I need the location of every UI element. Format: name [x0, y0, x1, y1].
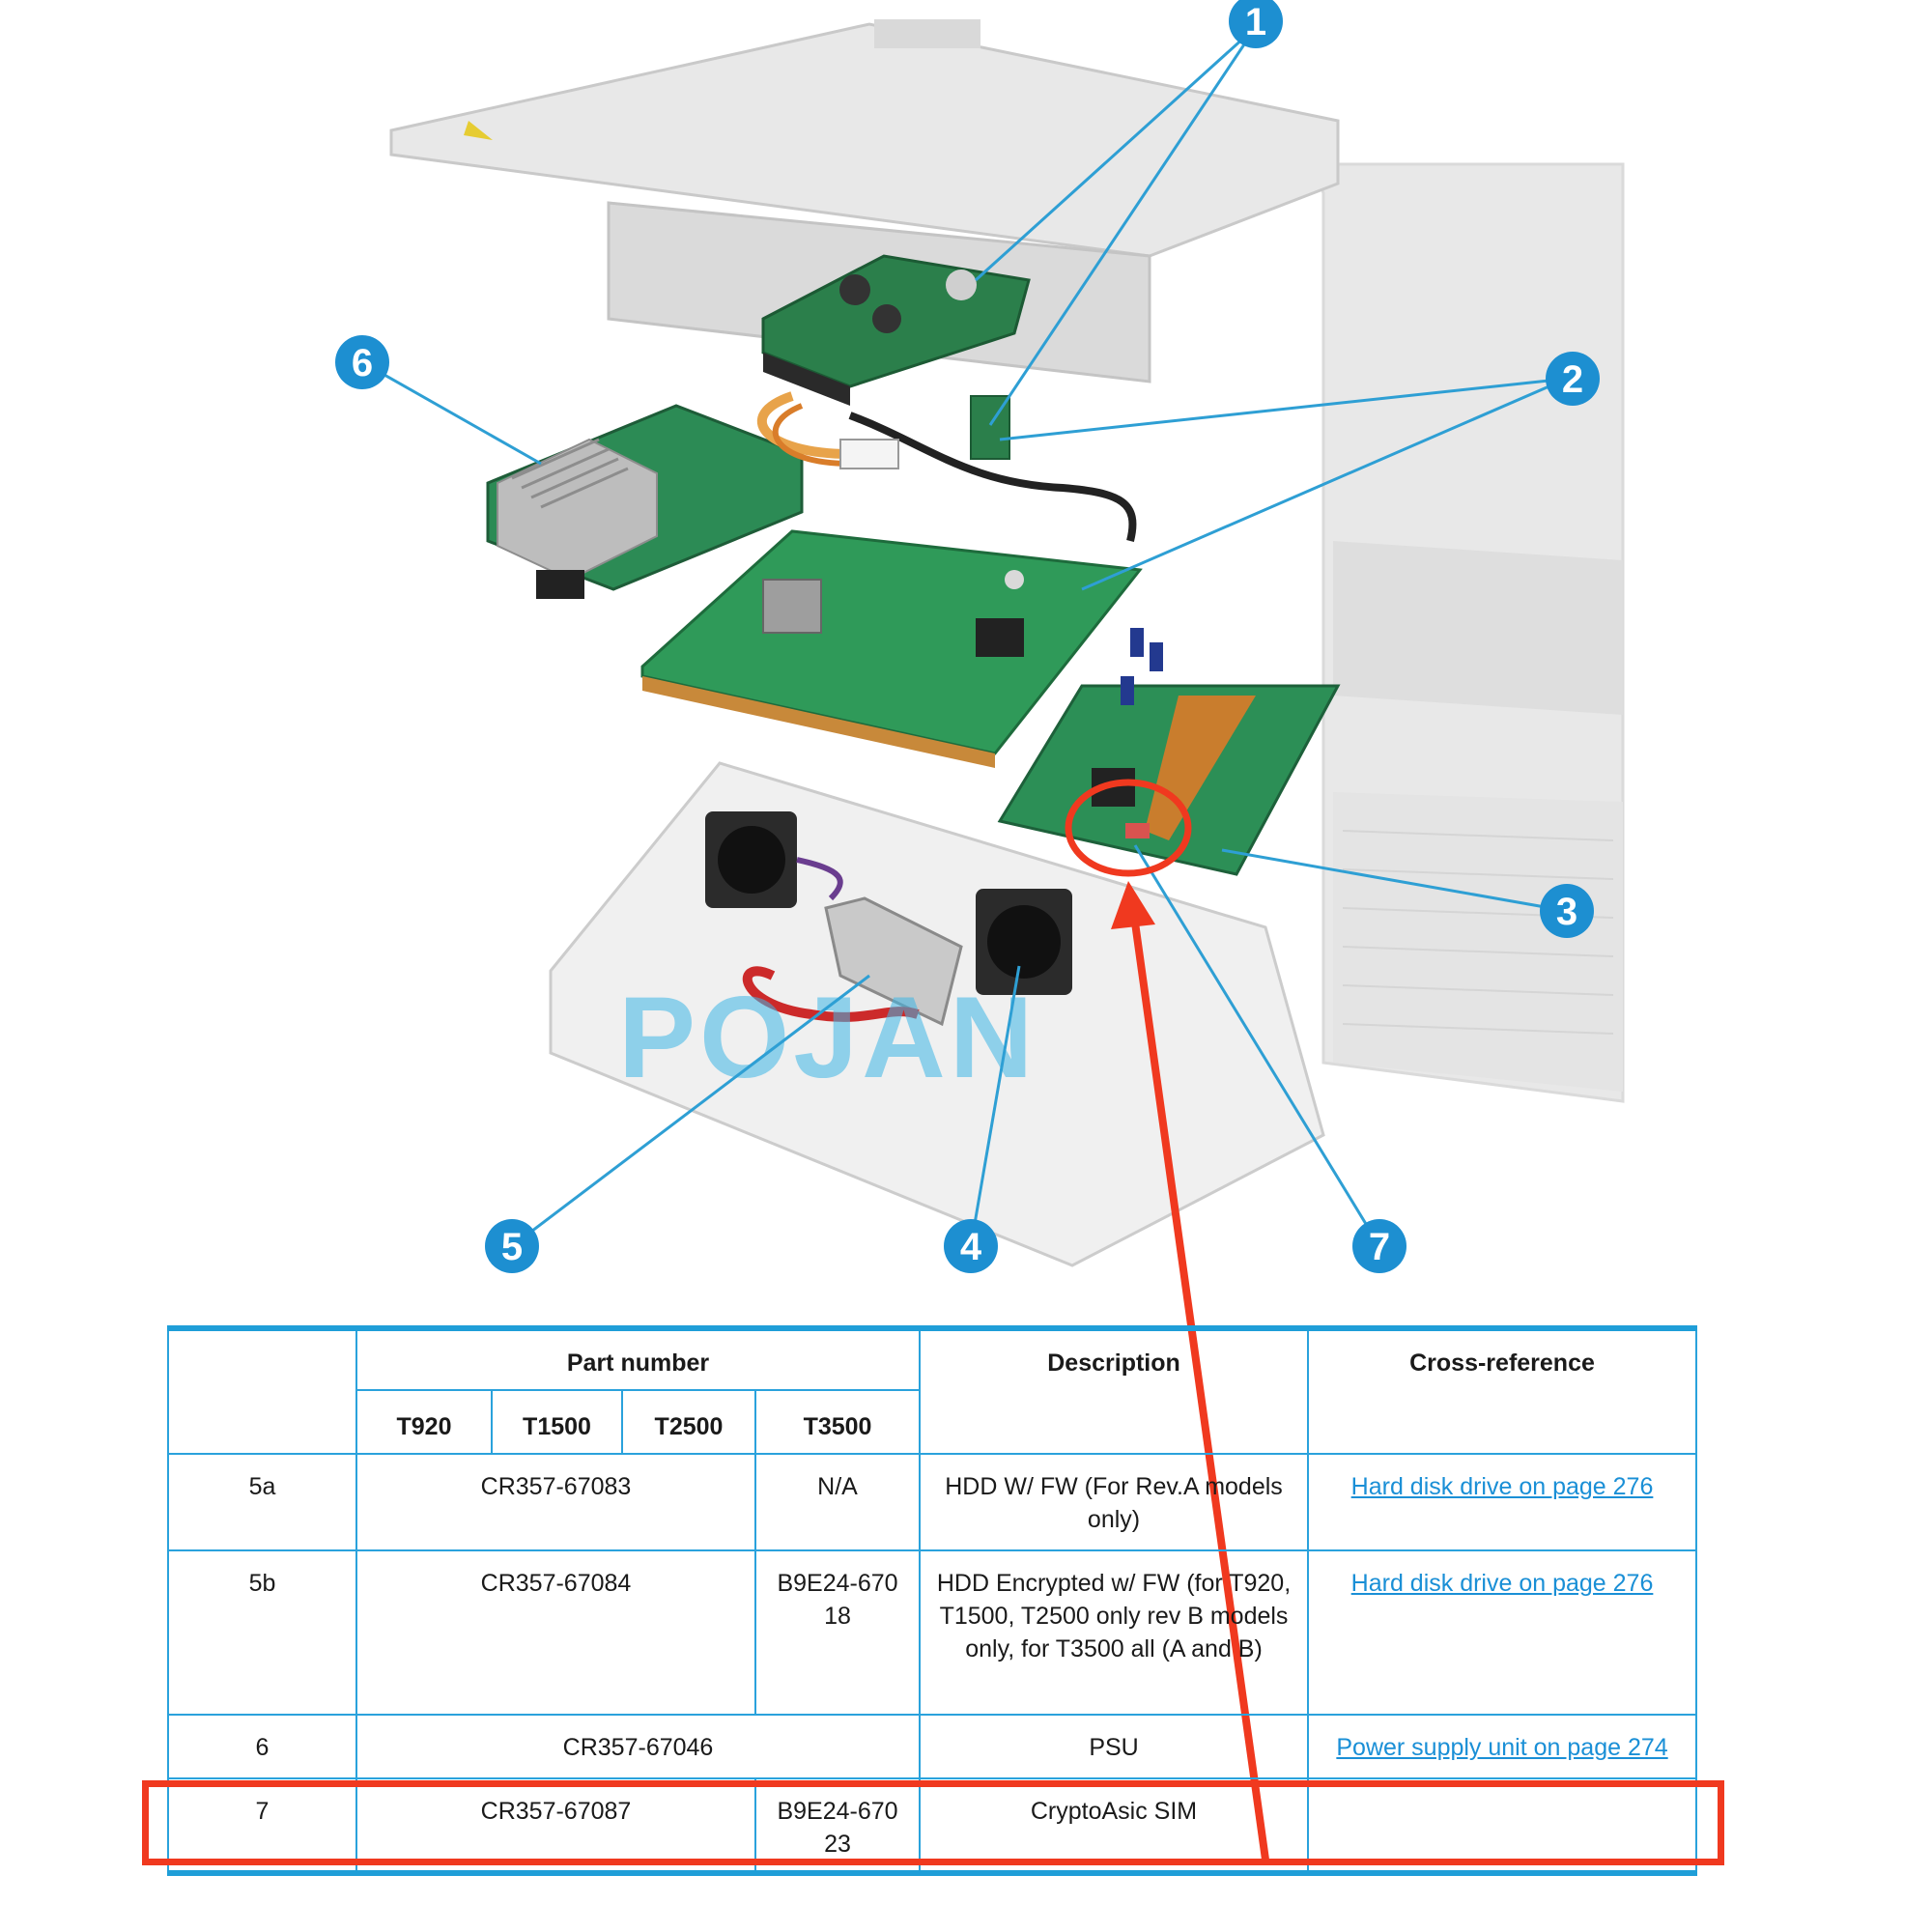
model-header-t2500: T2500: [621, 1389, 756, 1455]
row-ref: 6: [167, 1714, 357, 1779]
cross-reference-link[interactable]: Power supply unit on page 274: [1336, 1734, 1668, 1761]
parts-table: Part number Description Cross-reference …: [167, 1325, 1698, 1876]
row-description: HDD W/ FW (For Rev.A models only): [919, 1453, 1310, 1551]
row-part-shared: CR357-67087: [355, 1777, 756, 1874]
printer-chassis-background: [1311, 162, 1625, 1103]
row-part-shared: CR357-67083: [355, 1453, 756, 1551]
callout-5: 5: [485, 1219, 539, 1273]
row-ref: 5a: [167, 1453, 357, 1551]
row-cross-reference: Hard disk drive on page 276: [1307, 1453, 1698, 1551]
callout-1-label: 1: [1245, 1, 1266, 43]
model-header-row: T920 T1500 T2500 T3500: [168, 1389, 1696, 1455]
cross-reference-link[interactable]: Hard disk drive on page 276: [1350, 1473, 1654, 1500]
callout-2-label: 2: [1562, 358, 1583, 401]
callout-7-label: 7: [1369, 1226, 1390, 1268]
description-header: Description: [919, 1327, 1310, 1455]
main-logic-board: [640, 529, 1143, 768]
table-row: 7 CR357-67087 B9E24-670 23 CryptoAsic SI…: [167, 1777, 1698, 1874]
watermark-text: POJAN: [618, 973, 1037, 1102]
hard-disk-drive: [742, 896, 963, 1027]
table-row: 5a CR357-67083 N/A HDD W/ FW (For Rev.A …: [167, 1453, 1698, 1551]
table-row: 5b CR357-67084 B9E24-670 18 HDD Encrypte…: [167, 1549, 1698, 1716]
callout-6: 6: [335, 335, 389, 389]
cryptoasic-highlight-circle: [1065, 779, 1192, 877]
cooling-fans: [705, 811, 1072, 995]
row-part-t3500: B9E24-670 18: [753, 1549, 922, 1716]
formatter-card: [761, 254, 1031, 460]
callout-4: 4: [944, 1219, 998, 1273]
callout-5-label: 5: [501, 1226, 523, 1268]
row-part-t3500: N/A: [753, 1453, 922, 1551]
row-part-shared: CR357-67084: [355, 1549, 756, 1716]
row-cross-reference: Power supply unit on page 274: [1307, 1714, 1698, 1779]
table-row: 6 CR357-67046 PSU Power supply unit on p…: [167, 1714, 1698, 1779]
row-cross-reference: [1307, 1777, 1698, 1874]
row-cross-reference: Hard disk drive on page 276: [1307, 1549, 1698, 1716]
cross-reference-link[interactable]: Hard disk drive on page 276: [1350, 1570, 1654, 1597]
callout-6-label: 6: [352, 342, 373, 384]
callout-4-label: 4: [960, 1226, 982, 1268]
cable-bundle: [756, 391, 1137, 542]
model-header-t920: T920: [355, 1389, 493, 1455]
row-ref: 7: [167, 1777, 357, 1874]
interconnect-board: [997, 628, 1341, 876]
callout-3-label: 3: [1556, 891, 1577, 933]
row-description: CryptoAsic SIM: [919, 1777, 1310, 1874]
callout-2: 2: [1546, 352, 1600, 406]
ref-column-header: [167, 1327, 357, 1455]
part-number-header: Part number: [355, 1327, 922, 1391]
callout-7: 7: [1352, 1219, 1406, 1273]
row-ref: 5b: [167, 1549, 357, 1716]
exploded-parts-diagram: POJAN 1 2 3 4 5 6 7: [335, 0, 1625, 1273]
row-description: HDD Encrypted w/ FW (for T920, T1500, T2…: [919, 1549, 1310, 1716]
row-part-shared: CR357-67046: [355, 1714, 922, 1779]
model-header-t3500: T3500: [753, 1389, 922, 1455]
row-part-t3500: B9E24-670 23: [753, 1777, 922, 1874]
row-description: PSU: [919, 1714, 1310, 1779]
power-supply-unit: [486, 404, 804, 599]
model-header-t1500: T1500: [491, 1389, 623, 1455]
callout-1: 1: [1229, 0, 1283, 48]
table-header-row: Part number Description Cross-reference: [167, 1327, 1698, 1455]
callout-3: 3: [1540, 884, 1594, 938]
cross-reference-header: Cross-reference: [1307, 1327, 1698, 1455]
